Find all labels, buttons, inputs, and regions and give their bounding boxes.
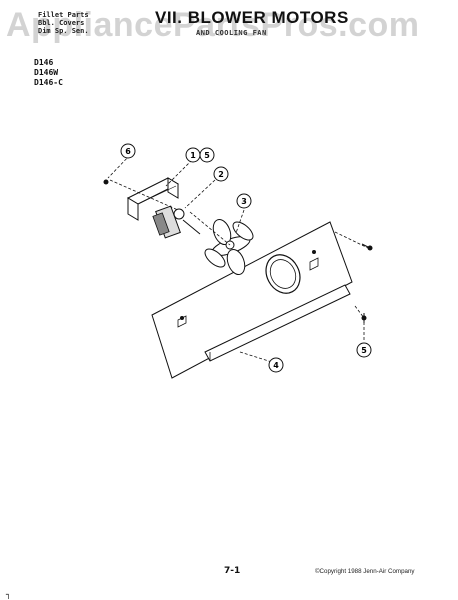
header-left-block: Fillet Parts Bbl. Covers Dim Sp. Sen. [38,11,89,35]
screw [361,243,373,251]
svg-text:6: 6 [125,147,131,156]
callout-3: 3 [236,193,252,209]
model-item: D146W [34,68,59,77]
callout-2: 2 [213,166,229,182]
callout-4: 4 [268,357,284,373]
blower-motor [152,205,201,239]
motor-bracket [126,177,180,221]
header-left-line: Fillet Parts [38,11,89,19]
copyright-notice: ©Copyright 1988 Jenn-Air Company [315,568,415,575]
callout-1: 1 [185,147,201,163]
svg-text:2: 2 [218,170,224,179]
model-item: D146-C [34,78,63,87]
page-title: VII. BLOWER MOTORS [155,8,349,27]
callout-6: 6 [120,143,136,159]
screw [103,179,109,185]
header-left-line: Bbl. Covers [38,19,85,27]
model-list: D146 D146W D146-C [34,58,63,88]
callout-5: 5 [199,147,215,163]
svg-text:4: 4 [273,361,279,370]
page-number: 7-1 [224,566,241,576]
screw [361,313,367,323]
page-subtitle: AND COOLING FAN [196,29,267,37]
svg-text:5: 5 [361,346,367,355]
header-left-line: Dim Sp. Sen. [38,27,89,35]
callout-5-lower: 5 [356,342,372,358]
model-item: D146 [34,58,54,67]
svg-text:3: 3 [241,197,247,206]
mounting-plate [151,221,353,379]
corner-mark: ┐ [6,590,11,599]
svg-text:5: 5 [204,151,210,160]
svg-text:1: 1 [190,151,196,160]
